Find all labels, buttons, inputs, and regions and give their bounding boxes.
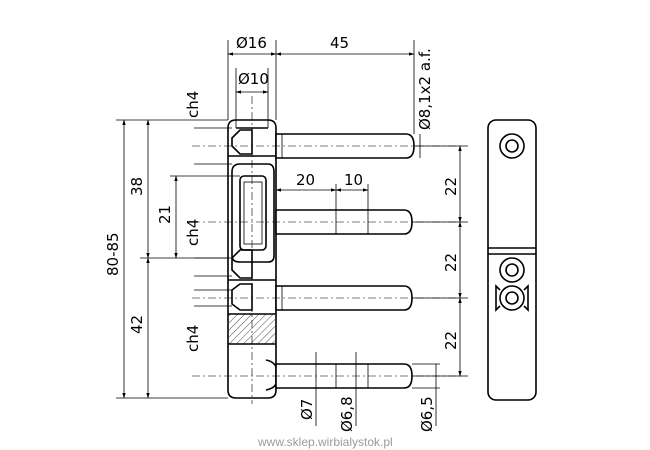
dim-d7: Ø7 xyxy=(298,399,316,420)
dim-22-b: 22 xyxy=(442,253,460,272)
pin-length-dimensions xyxy=(275,184,369,210)
dim-80-85: 80-85 xyxy=(104,232,122,276)
dim-22-c: 22 xyxy=(442,331,460,350)
dim-38: 38 xyxy=(128,177,146,196)
dim-ch4-mid: ch4 xyxy=(184,219,202,246)
dim-d6-5: Ø6,5 xyxy=(418,396,436,432)
dim-ch4-bot: ch4 xyxy=(184,325,202,352)
hinge-side-view xyxy=(487,119,537,401)
bottom-diameter-dimensions xyxy=(315,352,440,426)
dim-20: 20 xyxy=(296,171,315,189)
left-dimensions xyxy=(116,119,240,399)
dim-d10: Ø10 xyxy=(238,70,269,88)
dim-22-a: 22 xyxy=(442,177,460,196)
dim-21: 21 xyxy=(156,205,174,224)
dim-pin-af: Ø8,1x2 a.f. xyxy=(416,48,434,130)
dim-ch4-top: ch4 xyxy=(184,91,202,118)
right-spacing-dimensions xyxy=(412,145,468,377)
dim-42: 42 xyxy=(128,315,146,334)
dim-d16: Ø16 xyxy=(236,34,267,52)
watermark: www.sklep.wirbialystok.pl xyxy=(257,435,393,449)
dim-10: 10 xyxy=(344,171,363,189)
dim-d6-8: Ø6,8 xyxy=(338,396,356,432)
chamfer-markers xyxy=(194,127,232,307)
dim-45: 45 xyxy=(330,34,349,52)
pin-1 xyxy=(275,133,415,159)
hinge-body-front-view xyxy=(227,119,279,399)
top-dimensions xyxy=(227,40,415,134)
